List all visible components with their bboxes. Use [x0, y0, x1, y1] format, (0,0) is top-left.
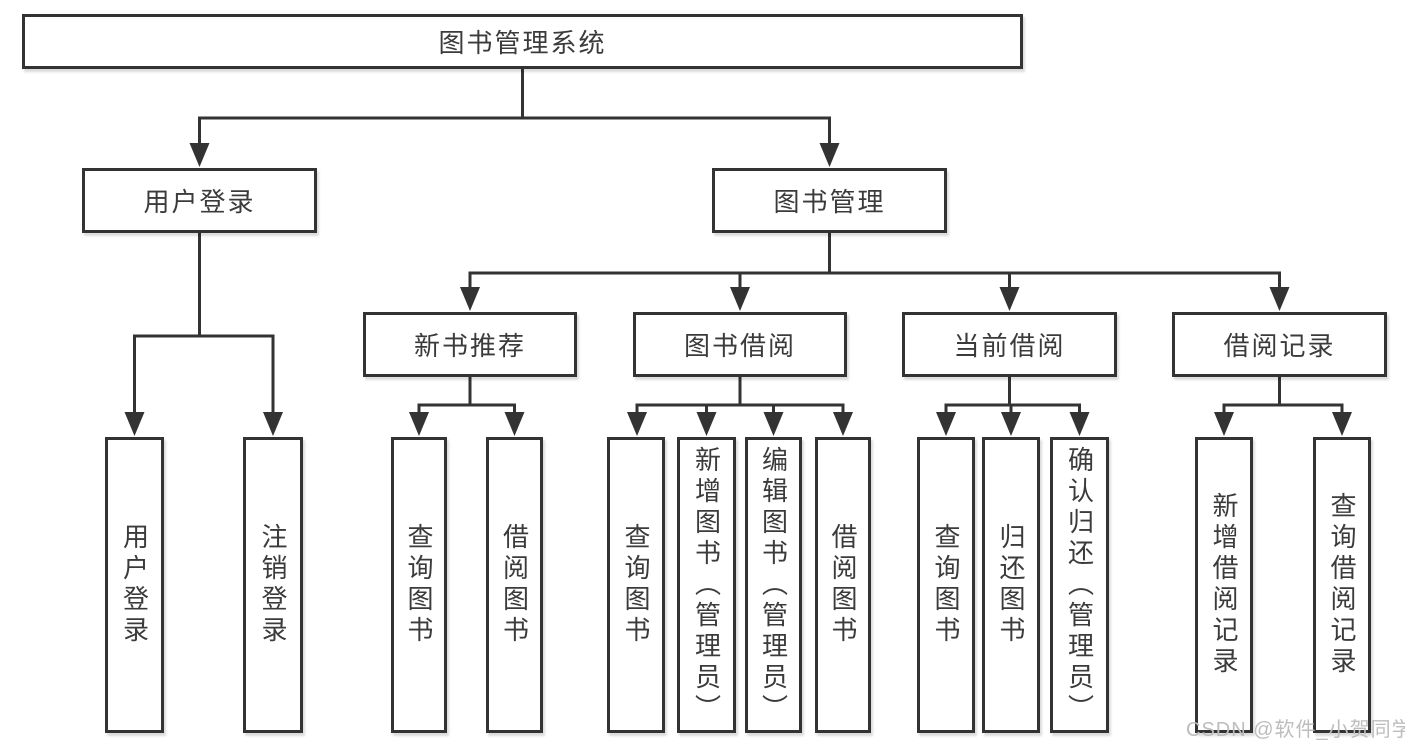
node-label: 新书推荐	[413, 331, 526, 361]
node-label: 查询图书	[621, 523, 651, 647]
node-label: 归还图书	[996, 523, 1026, 647]
leaf-add-borrow-record: 新增借阅记录	[1195, 437, 1253, 733]
node-current-borrow: 当前借阅	[902, 312, 1117, 377]
node-user-login: 用户登录	[82, 168, 317, 233]
node-label: 确认归还（管理员）	[1064, 445, 1095, 725]
node-label: 新增图书（管理员）	[691, 445, 722, 725]
node-label: 用户登录	[119, 523, 150, 647]
leaf-add-book-admin: 新增图书（管理员）	[677, 437, 736, 733]
leaf-confirm-return-admin: 确认归还（管理员）	[1050, 437, 1109, 733]
node-label: 新增借阅记录	[1209, 492, 1239, 678]
node-label: 图书借阅	[683, 331, 796, 361]
leaf-borrow-books-borrow: 借阅图书	[815, 437, 871, 733]
leaf-logout-login: 注销登录	[243, 437, 303, 733]
node-label: 注销登录	[258, 523, 288, 647]
node-label: 用户登录	[143, 187, 256, 217]
leaf-borrow-books-recommend: 借阅图书	[486, 437, 543, 733]
leaf-user-login: 用户登录	[105, 437, 164, 733]
node-label: 查询图书	[931, 523, 961, 647]
csdn-watermark: CSDN @软件_小贺同学	[1186, 719, 1405, 741]
node-label: 查询借阅记录	[1327, 492, 1357, 678]
node-book-management: 图书管理	[712, 168, 947, 233]
node-label: 图书管理	[773, 187, 886, 217]
node-label: 借阅图书	[499, 523, 530, 647]
leaf-edit-book-admin: 编辑图书（管理员）	[745, 437, 802, 733]
arrowheads	[124, 143, 1352, 436]
node-label: 编辑图书（管理员）	[758, 445, 789, 725]
node-label: 当前借阅	[953, 331, 1066, 361]
node-label: 图书管理系统	[438, 28, 607, 58]
node-label: 查询图书	[404, 523, 434, 647]
leaf-return-books: 归还图书	[982, 437, 1040, 733]
node-book-borrow: 图书借阅	[633, 312, 847, 377]
leaf-query-books-current: 查询图书	[917, 437, 975, 733]
leaf-query-books-borrow: 查询图书	[607, 437, 665, 733]
leaf-query-borrow-record: 查询借阅记录	[1313, 437, 1371, 733]
node-label: 借阅图书	[828, 523, 858, 647]
leaf-query-books-recommend: 查询图书	[391, 437, 447, 733]
node-borrow-record: 借阅记录	[1172, 312, 1387, 377]
node-label: 借阅记录	[1223, 331, 1336, 361]
node-new-book-recommend: 新书推荐	[363, 312, 577, 377]
node-library-management-system: 图书管理系统	[22, 14, 1023, 69]
